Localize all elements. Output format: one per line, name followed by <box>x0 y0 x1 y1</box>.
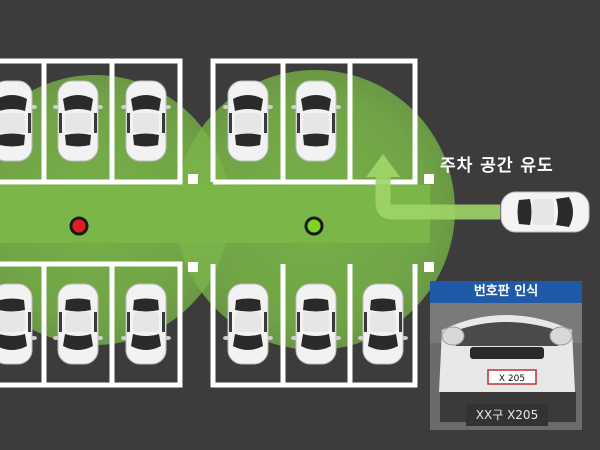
incoming-car <box>500 191 590 233</box>
lpr-plate-readout: XX구 X205 <box>466 404 548 426</box>
lpr-header: 번호판 인식 <box>430 281 582 303</box>
guidance-arrow-icon <box>366 154 500 220</box>
lpr-panel: 번호판 인식 XX구 X205 <box>430 281 582 430</box>
parking-guide-label: 주차 공간 유도 <box>440 156 554 176</box>
parking-lines-top <box>0 58 418 185</box>
lane-markers <box>188 174 434 272</box>
occupied-indicator <box>69 216 89 236</box>
available-indicator <box>304 216 324 236</box>
parking-lines-bottom <box>0 261 418 388</box>
lpr-plate-image-text: X 205 <box>499 374 525 384</box>
